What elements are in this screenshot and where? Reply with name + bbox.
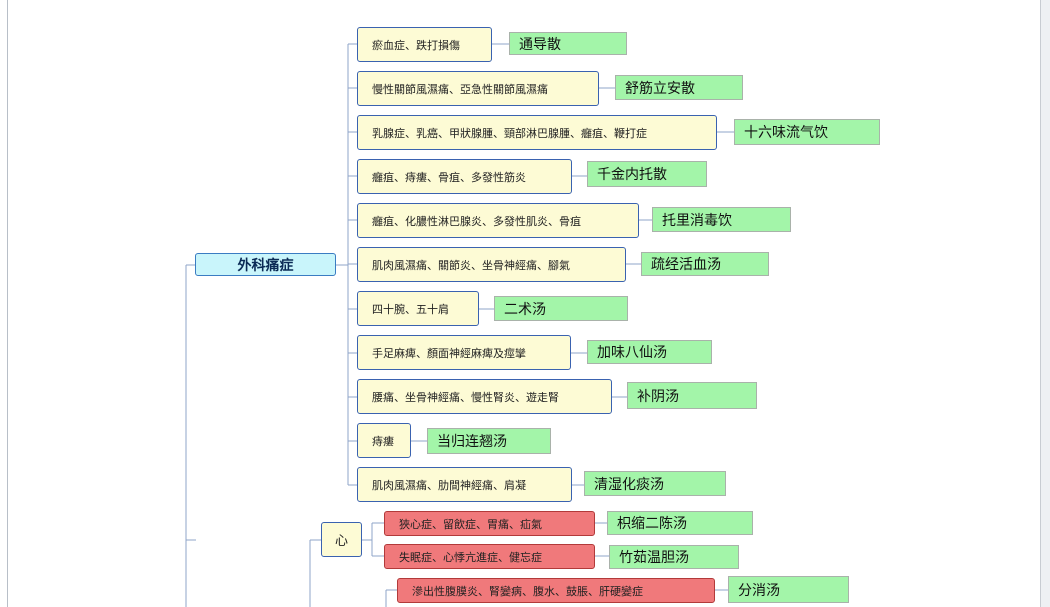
formula-node[interactable]: 舒筋立安散 [615, 75, 743, 100]
condition-node[interactable]: 肌肉風濕痛、肋間神經痛、肩凝 [357, 467, 572, 502]
formula-node[interactable]: 托里消毒饮 [652, 207, 791, 232]
formula-node[interactable]: 千金内托散 [587, 161, 707, 187]
formula-node[interactable]: 补阴汤 [627, 382, 757, 409]
formula-node[interactable]: 二术汤 [494, 296, 628, 321]
condition-node[interactable]: 癰疽、化膿性淋巴腺炎、多發性肌炎、骨疽 [357, 203, 639, 238]
condition-node[interactable]: 腰痛、坐骨神經痛、慢性腎炎、遊走腎 [357, 379, 612, 414]
formula-node[interactable]: 竹茹温胆汤 [609, 545, 739, 569]
condition-node-heart[interactable]: 狹心症、留飲症、胃痛、疝氣 [384, 511, 595, 536]
condition-node[interactable]: 手足麻痺、顏面神經麻痺及痙攣 [357, 335, 571, 370]
condition-node[interactable]: 瘀血症、跌打損傷 [357, 27, 492, 62]
condition-node[interactable]: 癰疽、痔瘻、骨疽、多發性筋炎 [357, 159, 572, 194]
formula-node[interactable]: 十六味流气饮 [734, 119, 880, 145]
condition-node-ascites[interactable]: 滲出性腹膜炎、腎變病、腹水、鼓脹、肝硬變症 [397, 578, 715, 603]
condition-node[interactable]: 四十腕、五十肩 [357, 291, 479, 326]
formula-node[interactable]: 加味八仙汤 [587, 340, 712, 364]
left-ruler [0, 0, 8, 607]
vertical-scrollbar[interactable] [1040, 0, 1050, 607]
condition-node[interactable]: 痔瘻 [357, 423, 411, 458]
formula-node[interactable]: 当归连翘汤 [427, 428, 551, 454]
formula-node[interactable]: 枳缩二陈汤 [607, 511, 753, 535]
condition-node[interactable]: 乳腺症、乳癌、甲狀腺腫、頸部淋巴腺腫、癰疽、鞭打症 [357, 115, 717, 150]
condition-node[interactable]: 慢性關節風濕痛、亞急性關節風濕痛 [357, 71, 599, 106]
formula-node[interactable]: 清湿化痰汤 [584, 471, 726, 496]
formula-node[interactable]: 疏经活血汤 [641, 252, 769, 276]
formula-node[interactable]: 分消汤 [728, 576, 849, 603]
formula-node[interactable]: 通导散 [509, 32, 627, 55]
condition-node[interactable]: 肌肉風濕痛、關節炎、坐骨神經痛、腳氣 [357, 247, 626, 282]
condition-node-heart[interactable]: 失眠症、心悸亢進症、健忘症 [384, 544, 595, 569]
topic-heart[interactable]: 心 [321, 522, 362, 557]
topic-surgical-pain[interactable]: 外科痛症 [195, 253, 336, 276]
